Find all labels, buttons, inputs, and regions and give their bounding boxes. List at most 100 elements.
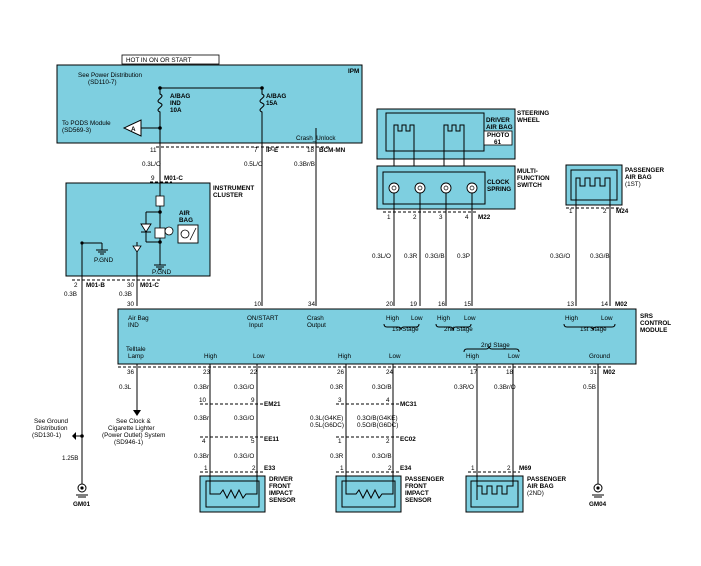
airbag-label-2: BAG <box>179 217 193 224</box>
cluster-pin-9: 9 <box>151 175 155 182</box>
srs-pin-17: 17 <box>470 369 478 376</box>
wire-drv-high: 0.3Br <box>194 384 209 391</box>
wire-drv-low-2: 0.3G/O <box>234 415 254 422</box>
wire-drv-high-2: 0.3Br <box>194 415 209 422</box>
hot-label: HOT IN ON OR START <box>126 57 192 64</box>
pass2-label-1: PASSENGER <box>527 476 567 483</box>
stage1-high: High <box>386 315 399 322</box>
wire-ipm-11: 0.3L/O <box>142 161 161 168</box>
gm04-label: GM04 <box>589 501 607 508</box>
m69-pin-2: 2 <box>507 465 511 472</box>
e33-pin-2: 2 <box>252 465 256 472</box>
stage1-low: Low <box>411 315 423 322</box>
airbag-label-1: AIR <box>179 210 190 217</box>
stage2-high: High <box>437 315 450 322</box>
mc31-pin-3: 3 <box>338 397 342 404</box>
m24-label: M24 <box>616 208 629 215</box>
driver-airbag-2: AIR BAG <box>486 124 513 131</box>
srs-pin-16: 16 <box>438 301 446 308</box>
srs-pin-19: 19 <box>410 301 418 308</box>
wire-pass-high-3: 0.3R <box>330 453 344 460</box>
ec02-pin-2: 2 <box>386 438 390 445</box>
clock-ref-3: (Power Outlet) System <box>102 432 165 439</box>
wire-pass-low: 0.3O/B <box>372 384 392 391</box>
stage2-label-driver: 2nd Stage <box>444 326 473 333</box>
ec02-pin-1: 1 <box>338 438 342 445</box>
ground-gm04: GM04 <box>589 483 607 508</box>
mc31-label: MC31 <box>400 401 417 408</box>
airbag-warning-icon <box>177 224 199 244</box>
mfs-label-1: MULTI- <box>517 168 538 175</box>
ec02-label: EC02 <box>400 436 416 443</box>
wire-mfs-4: 0.3P <box>457 253 470 260</box>
wire-pass1-1: 0.3G/O <box>550 253 570 260</box>
drv-sensor-label-3: IMPACT <box>269 490 293 497</box>
e34-pin-1: 1 <box>340 465 344 472</box>
ee11-label: EE11 <box>264 436 280 443</box>
ee11-pin-5: 5 <box>251 438 255 445</box>
wire-drv-high-3: 0.3Br <box>194 453 209 460</box>
clock-spring-coil-icon <box>414 182 426 194</box>
clock-ref-4: (SD946-1) <box>114 439 143 446</box>
wire-ipm-7: 0.5L/O <box>244 161 263 168</box>
clock-ref-1: See Clock & <box>116 418 151 425</box>
pass1-pin-1: 1 <box>569 208 573 215</box>
drv-sensor-label-4: SENSOR <box>269 497 296 504</box>
pass2-low: Low <box>508 353 520 360</box>
clock-spring-1: CLOCK <box>487 179 510 186</box>
pass-stage1-high: High <box>565 315 578 322</box>
ipm-pin-11: 11 <box>150 147 157 154</box>
srs-label-3: MODULE <box>640 327 667 334</box>
fuse1-line2: IND <box>170 100 181 107</box>
cluster-pgnd-left: P.GND <box>94 257 114 264</box>
fuse1-line3: 10A <box>170 107 182 114</box>
e33-pin-1: 1 <box>204 465 208 472</box>
wire-pass-high-g4ke: 0.3L(G4KE) <box>310 415 343 422</box>
srs-pin-10: 10 <box>254 301 262 308</box>
cluster-connector-c: M01-C <box>140 282 159 289</box>
pass-sensor-label-2: FRONT <box>405 483 427 490</box>
drv-sensor-label-1: DRIVER <box>269 476 293 483</box>
gm01-label: GM01 <box>73 501 91 508</box>
wire-cluster-2: 0.3B <box>64 291 77 298</box>
em21-pin-10: 10 <box>199 397 207 404</box>
cluster-pin-2: 2 <box>74 282 78 289</box>
wire-mfs-3: 0.3G/B <box>425 253 445 260</box>
pass1-pin-2: 2 <box>603 208 607 215</box>
power-ref-2: (SD110-7) <box>88 79 117 86</box>
wire-cluster-30: 0.3B <box>119 291 132 298</box>
m02-top-label: M02 <box>615 301 628 308</box>
pass-sensor-high: High <box>338 353 351 360</box>
cluster-pgnd-right: P.GND <box>152 269 172 276</box>
srs-control-module-box: SRS CONTROL MODULE Air Bag IND ON/START … <box>117 308 671 365</box>
passenger-airbag-2nd-box: PASSENGER AIR BAG (2ND) <box>465 475 567 513</box>
m02-bottom-label: M02 <box>603 369 616 376</box>
stage2-low: Low <box>464 315 476 322</box>
photo-label-2: 61 <box>494 139 502 146</box>
cluster-connector-b: M01-B <box>86 282 105 289</box>
wire-pass-high-g6dc: 0.5L(G6DC) <box>310 422 344 429</box>
srs-pin-23: 23 <box>203 369 211 376</box>
ipm-pin-18: 18 <box>307 147 315 154</box>
ground-ref-3: (SD130-1) <box>32 432 61 439</box>
mfs-pin-4: 4 <box>465 214 469 221</box>
on-start-1: ON/START <box>247 315 278 322</box>
srs-pin-30-top: 30 <box>127 301 135 308</box>
mfs-label-3: SWITCH <box>517 182 542 189</box>
instrument-cluster-box: 9 M01-C INSTRUMENT CLUSTER AIR BAG <box>65 175 254 279</box>
airbag-ind-1: Air Bag <box>128 315 149 322</box>
srs-pin-34: 34 <box>308 301 316 308</box>
ground-ref-2: Distribution <box>36 425 68 432</box>
pass-sensor-low: Low <box>389 353 401 360</box>
airbag-ind-2: IND <box>128 322 139 329</box>
mfs-label-2: FUNCTION <box>517 175 550 182</box>
wire-pass-low-g6dc: 0.5O/B(G6DC) <box>357 422 398 429</box>
wire-drv-low-3: 0.3G/O <box>234 453 254 460</box>
passenger-front-impact-sensor: PASSENGER FRONT IMPACT SENSOR <box>335 475 445 513</box>
e33-label: E33 <box>264 465 276 472</box>
pass2-stage-label: 2nd Stage <box>481 342 510 349</box>
power-ref-1: See Power Distribution <box>78 72 143 79</box>
ipe-connector-label: IP-E <box>266 147 278 154</box>
srs-ground-label: Ground <box>589 353 611 360</box>
